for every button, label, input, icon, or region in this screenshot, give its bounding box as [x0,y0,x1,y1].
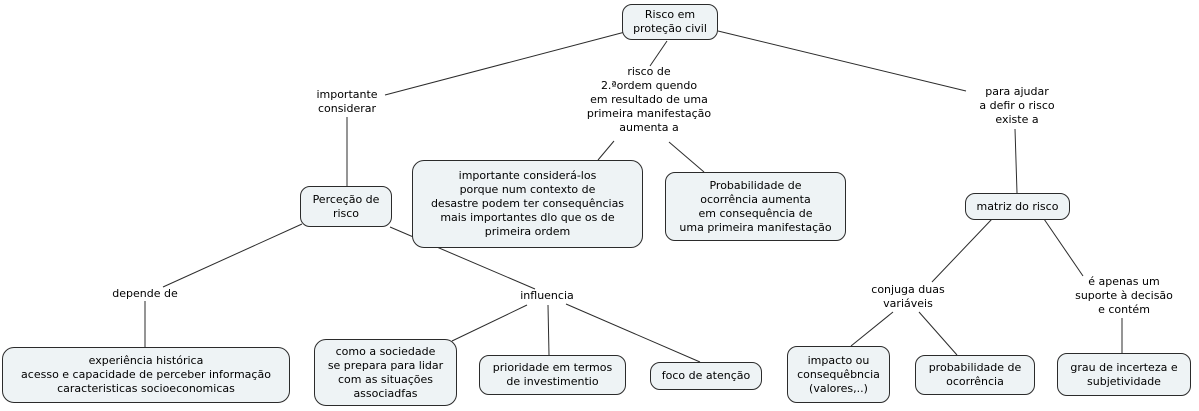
linking-phrase-conjuga-duas-variaveis[interactable]: conjuga duas variáveis [871,283,945,310]
node-experiencia-historica[interactable]: experiência histórica acesso e capacidad… [2,347,290,403]
node-probabilidade-de-ocorrencia[interactable]: probabilidade de ocorrência [915,355,1035,395]
node-foco-de-atencao[interactable]: foco de atenção [650,362,762,390]
connector-line [597,140,615,161]
connector-line [649,40,668,67]
node-prioridade-investimento[interactable]: prioridade em termos de investimentio [479,355,626,395]
node-probabilidade-ocorrencia-aumenta[interactable]: Probabilidade de ocorrência aumenta em c… [665,172,846,241]
connector-line [547,304,550,356]
node-como-a-sociedade[interactable]: como a sociedade se prepara para lidar c… [314,339,457,406]
node-importante-considera-los[interactable]: importante considerá-los porque num cont… [412,160,643,248]
connector-line [162,223,303,288]
connector-line [384,31,626,96]
node-risco-em-protecao-civil[interactable]: Risco em proteção civil [622,4,718,40]
connector-line [1043,218,1084,277]
node-grau-de-incerteza[interactable]: grau de incerteza e subjetividade [1057,353,1191,396]
linking-phrase-apenas-suporte[interactable]: é apenas um suporte à decisão e contém [1075,275,1173,316]
connector-line [451,304,528,342]
connector-line [565,303,701,363]
connector-line [931,218,993,283]
connector-line [668,141,705,173]
connector-line [717,30,967,92]
linking-phrase-influencia[interactable]: influencia [520,289,574,302]
linking-phrase-depende-de[interactable]: depende de [112,287,178,300]
node-impacto-ou-consequencia[interactable]: impacto ou consequêbncia (valores,..) [787,346,890,403]
connector-line [918,311,958,356]
node-percecao-de-risco[interactable]: Perceção de risco [300,186,392,227]
linking-phrase-risco-segunda-ordem[interactable]: risco de 2.ªordem quendo em resultado de… [586,65,712,134]
connector-line [850,311,894,347]
connector-line [1014,128,1018,194]
node-matriz-do-risco[interactable]: matriz do risco [965,193,1070,220]
linking-phrase-para-ajudar[interactable]: para ajudar a defir o risco existe a [979,85,1055,126]
linking-phrase-importante-considerar[interactable]: importante considerar [316,88,378,115]
